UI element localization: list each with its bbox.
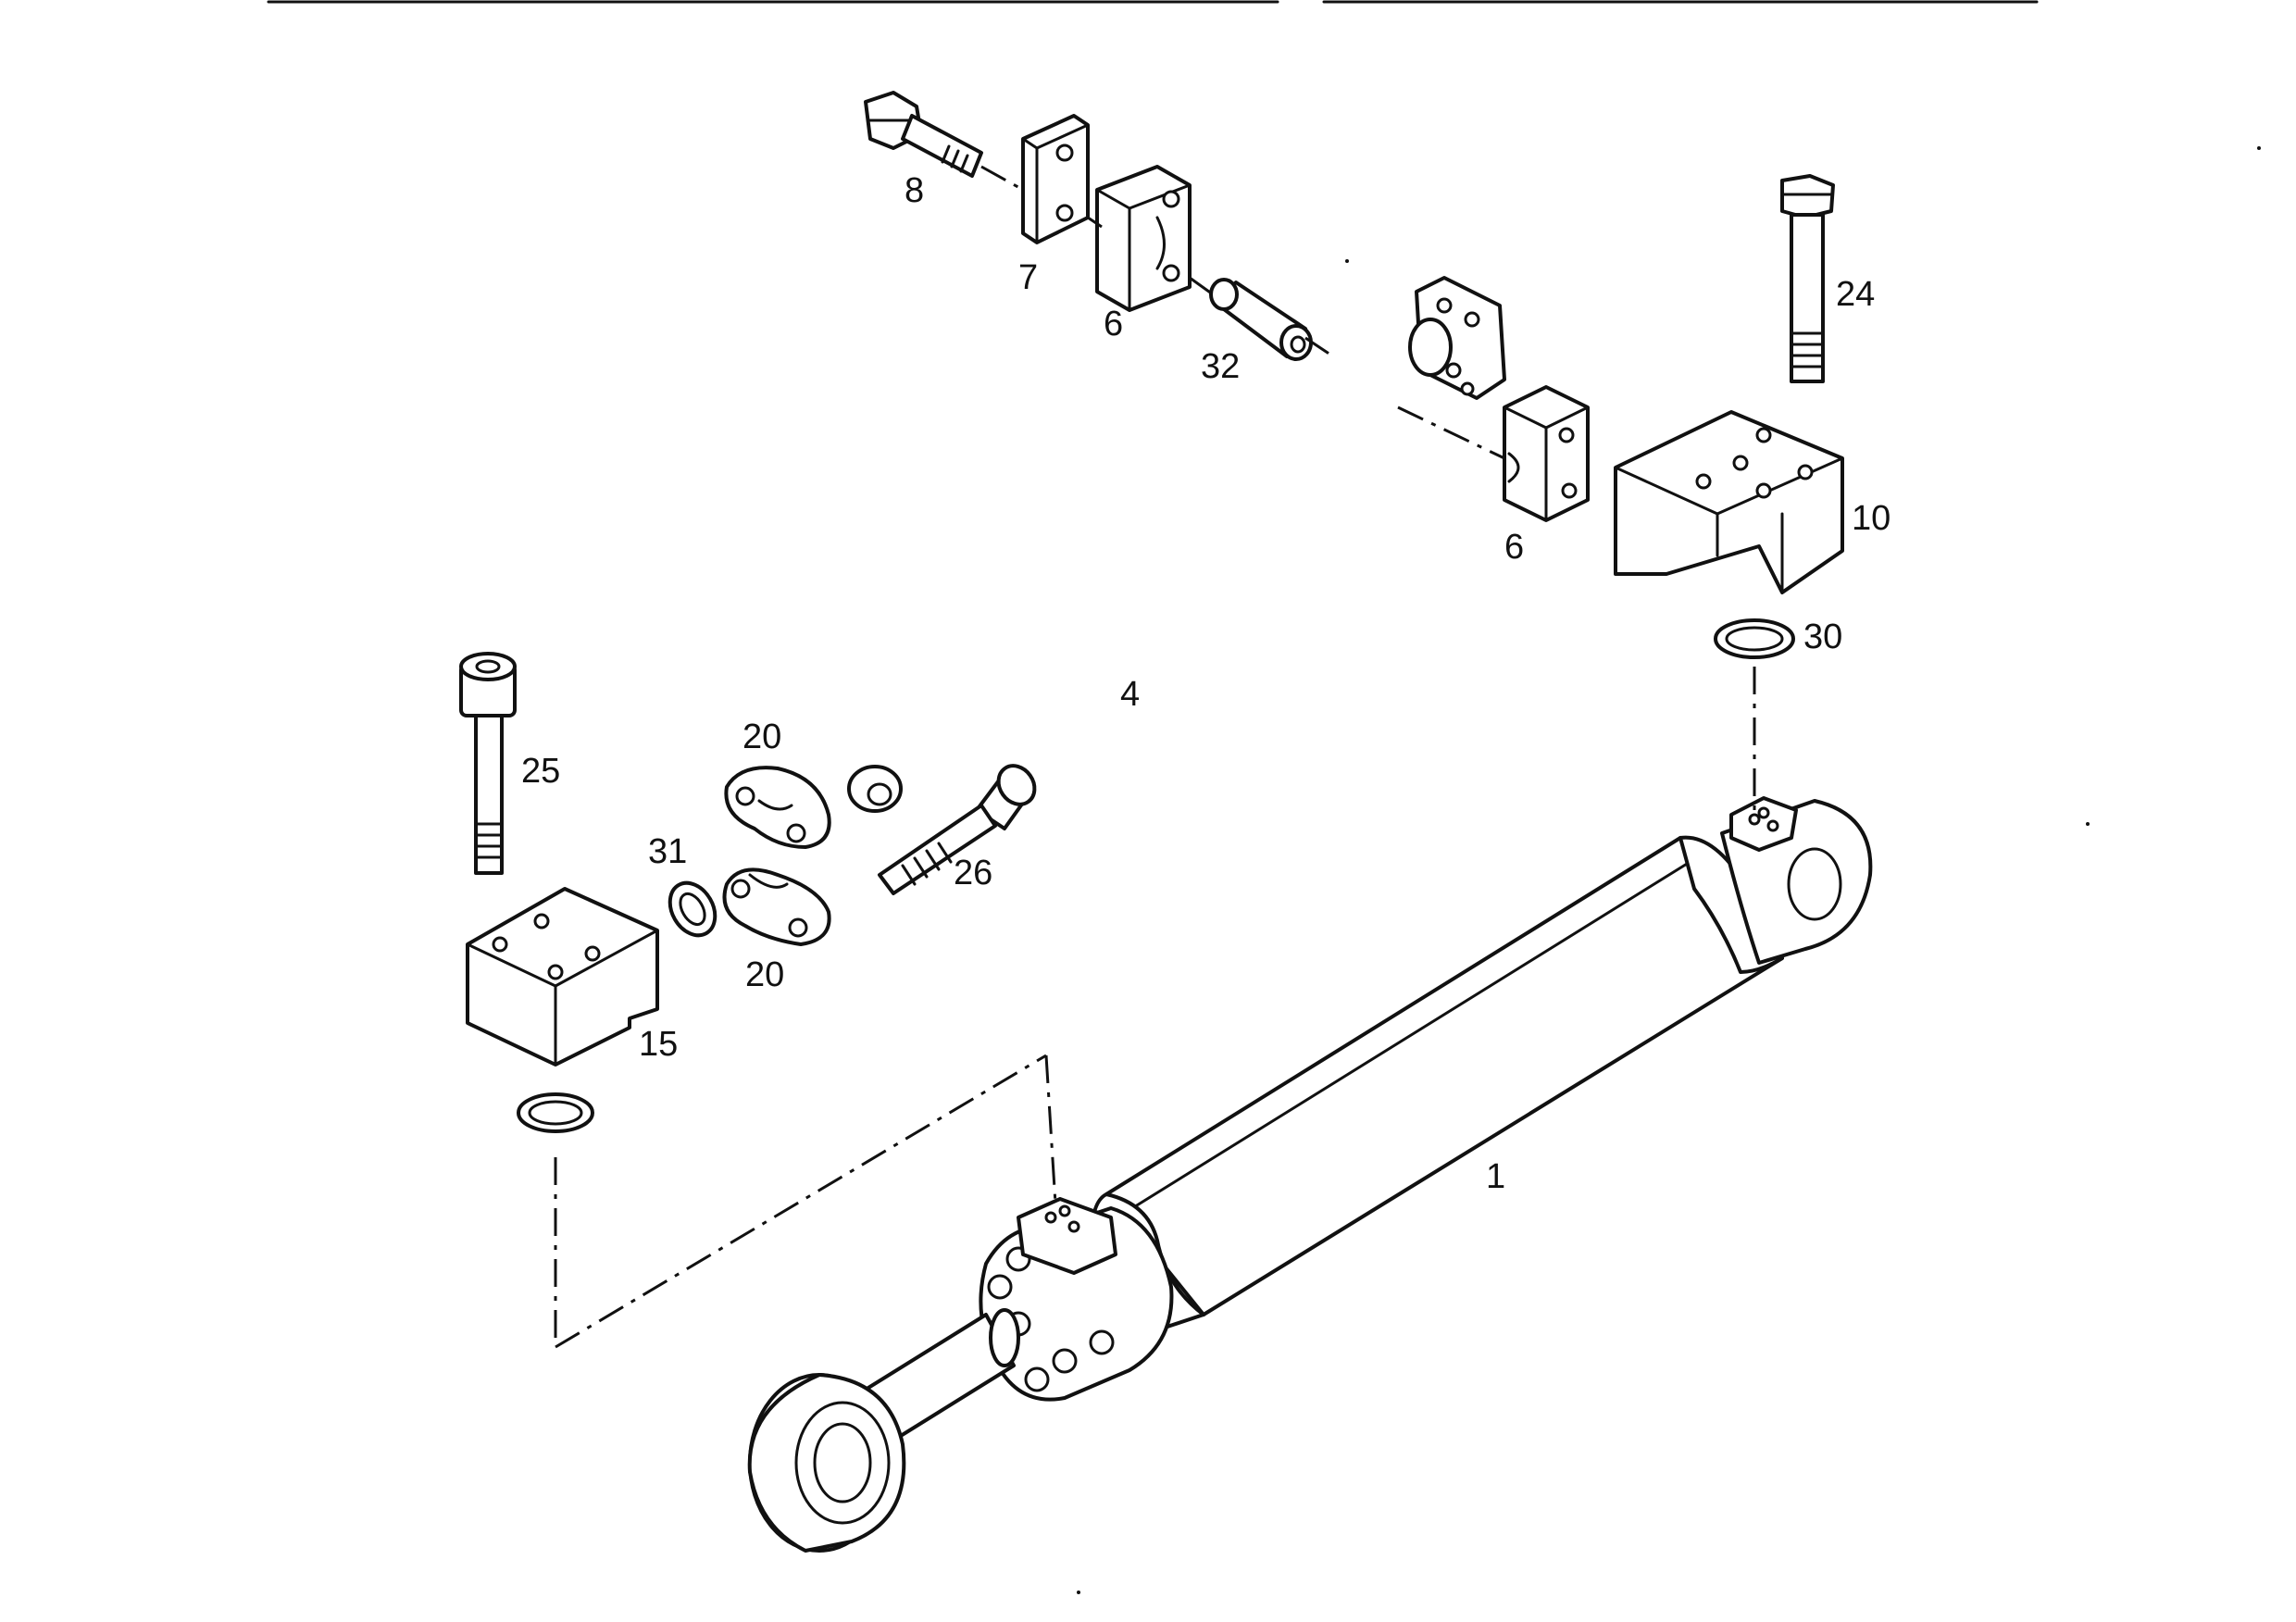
callout-26: 26 [954, 854, 992, 892]
callout-25: 25 [521, 752, 560, 791]
callout-8: 8 [905, 171, 924, 210]
callout-4: 4 [1120, 675, 1140, 714]
callout-20a: 20 [742, 717, 781, 756]
callout-24: 24 [1836, 275, 1875, 314]
callout-6b: 6 [1504, 528, 1524, 567]
callout-6a: 6 [1104, 305, 1123, 343]
o-ring-under-part-15 [517, 1092, 594, 1133]
callout-10: 10 [1852, 499, 1890, 538]
callout-1: 1 [1486, 1157, 1505, 1196]
callout-31: 31 [648, 832, 687, 871]
part-25-socket-head-screw [459, 652, 517, 875]
callout-30: 30 [1803, 618, 1842, 656]
assembly-guide-lines [554, 165, 1756, 1349]
callout-20b: 20 [745, 955, 784, 994]
part-6-clamp-half-upper [1095, 165, 1192, 312]
callout-15: 15 [639, 1025, 678, 1064]
part-20-split-flange-upper [724, 766, 831, 849]
callout-32: 32 [1201, 347, 1240, 386]
scan-specks [1077, 146, 2261, 1594]
part-24-long-hex-bolt [1780, 174, 1835, 383]
part-10-block [1614, 410, 1844, 594]
part-4-pipe [847, 276, 1506, 813]
part-30-o-ring [1714, 618, 1795, 659]
part-20-split-flange-lower [722, 867, 831, 946]
part-32-spacer-sleeve [1209, 278, 1313, 361]
part-1-hydraulic-cylinder [747, 796, 1873, 1553]
part-7-cover-plate [1021, 114, 1090, 244]
part-31-o-ring [668, 880, 718, 938]
part-6-clamp-half-lower [1503, 385, 1590, 522]
part-15-block [466, 887, 659, 1067]
callout-labels: 1 4 6 6 7 8 10 15 20 20 24 25 26 30 31 3… [521, 171, 1890, 1196]
part-26-socket-screw [878, 764, 1037, 895]
part-8-hex-bolt [864, 91, 983, 178]
callout-7: 7 [1018, 258, 1038, 297]
